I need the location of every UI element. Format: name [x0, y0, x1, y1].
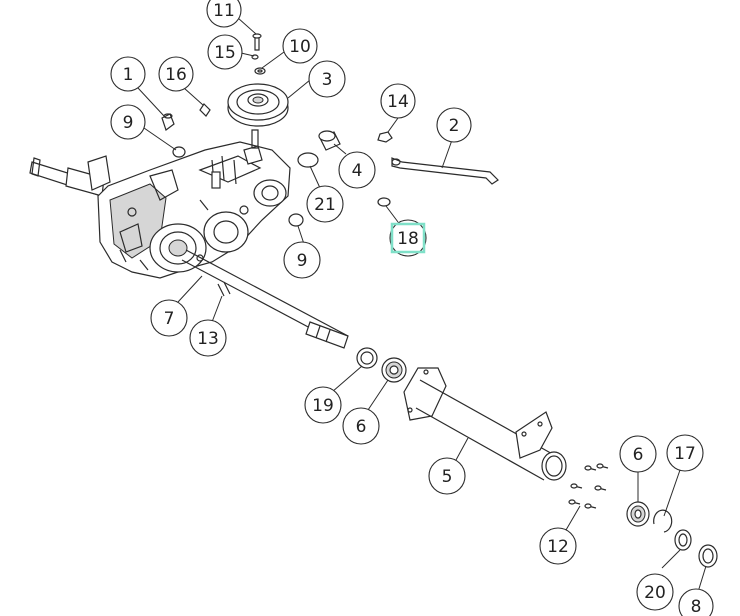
svg-text:15: 15: [214, 43, 236, 63]
svg-text:7: 7: [164, 309, 175, 329]
svg-text:17: 17: [674, 444, 696, 464]
svg-text:16: 16: [165, 65, 187, 85]
svg-text:1: 1: [123, 65, 134, 85]
callouts: 11 15 10 1 16 3 14 2 9 4 21 18 9 7 13 19…: [110, 0, 714, 616]
svg-text:10: 10: [289, 37, 311, 57]
svg-text:6: 6: [633, 445, 644, 465]
callout-8[interactable]: 8: [678, 588, 714, 616]
callout-18[interactable]: 18: [389, 219, 427, 257]
callout-21[interactable]: 21: [306, 185, 344, 223]
callout-5[interactable]: 5: [428, 457, 466, 495]
callout-13[interactable]: 13: [189, 319, 227, 357]
svg-text:20: 20: [644, 583, 666, 603]
axle-left: [29, 155, 111, 197]
callout-16[interactable]: 16: [158, 56, 194, 92]
small-hardware-top: [161, 33, 266, 158]
axle-tube: [403, 367, 567, 481]
callout-12[interactable]: 12: [539, 527, 577, 565]
callout-3[interactable]: 3: [308, 60, 346, 98]
o-ring: [297, 152, 319, 168]
callout-9-upper[interactable]: 9: [110, 104, 146, 140]
leader-lines: [137, 17, 707, 593]
dowel-pin: [288, 213, 304, 227]
svg-text:11: 11: [213, 1, 235, 21]
callout-4[interactable]: 4: [338, 151, 376, 189]
spacer-washer: [356, 347, 378, 369]
bearing-upper: [381, 357, 407, 383]
svg-text:12: 12: [547, 537, 569, 557]
callout-15[interactable]: 15: [207, 34, 243, 70]
callout-14[interactable]: 14: [380, 83, 416, 119]
axle-shaft-right: [181, 249, 349, 349]
callout-6-lower[interactable]: 6: [619, 435, 657, 473]
washer-8: [698, 544, 718, 568]
svg-text:13: 13: [197, 329, 219, 349]
washer-20: [674, 529, 692, 551]
callout-11[interactable]: 11: [206, 0, 242, 28]
parts-drawing: [29, 33, 718, 568]
callout-7[interactable]: 7: [150, 299, 188, 337]
svg-text:18: 18: [397, 229, 419, 249]
svg-text:9: 9: [297, 251, 308, 271]
callout-2[interactable]: 2: [436, 107, 472, 143]
pulley: [227, 83, 289, 127]
svg-text:21: 21: [314, 195, 336, 215]
svg-text:19: 19: [312, 396, 334, 416]
callout-20[interactable]: 20: [636, 573, 674, 611]
callout-17[interactable]: 17: [666, 434, 704, 472]
svg-text:3: 3: [322, 70, 333, 90]
nut-top: [377, 131, 393, 143]
svg-text:8: 8: [691, 597, 702, 616]
callout-6-upper[interactable]: 6: [342, 407, 380, 445]
svg-text:14: 14: [387, 92, 409, 112]
nut-18: [377, 197, 391, 207]
svg-text:4: 4: [352, 161, 363, 181]
svg-text:5: 5: [442, 467, 453, 487]
snap-ring: [653, 509, 673, 533]
bolts: [568, 463, 609, 509]
svg-text:6: 6: [356, 417, 367, 437]
svg-text:9: 9: [123, 113, 134, 133]
bearing-lower: [626, 501, 650, 527]
transaxle-housing: [97, 129, 291, 279]
lever-rod: [391, 157, 499, 185]
cap-part: [318, 130, 341, 151]
callout-10[interactable]: 10: [282, 28, 318, 64]
callout-19[interactable]: 19: [304, 386, 342, 424]
highlight-box: [390, 222, 426, 254]
callout-1[interactable]: 1: [110, 56, 146, 92]
pins: [217, 281, 231, 297]
callout-9-lower[interactable]: 9: [283, 241, 321, 279]
svg-text:2: 2: [449, 116, 460, 136]
